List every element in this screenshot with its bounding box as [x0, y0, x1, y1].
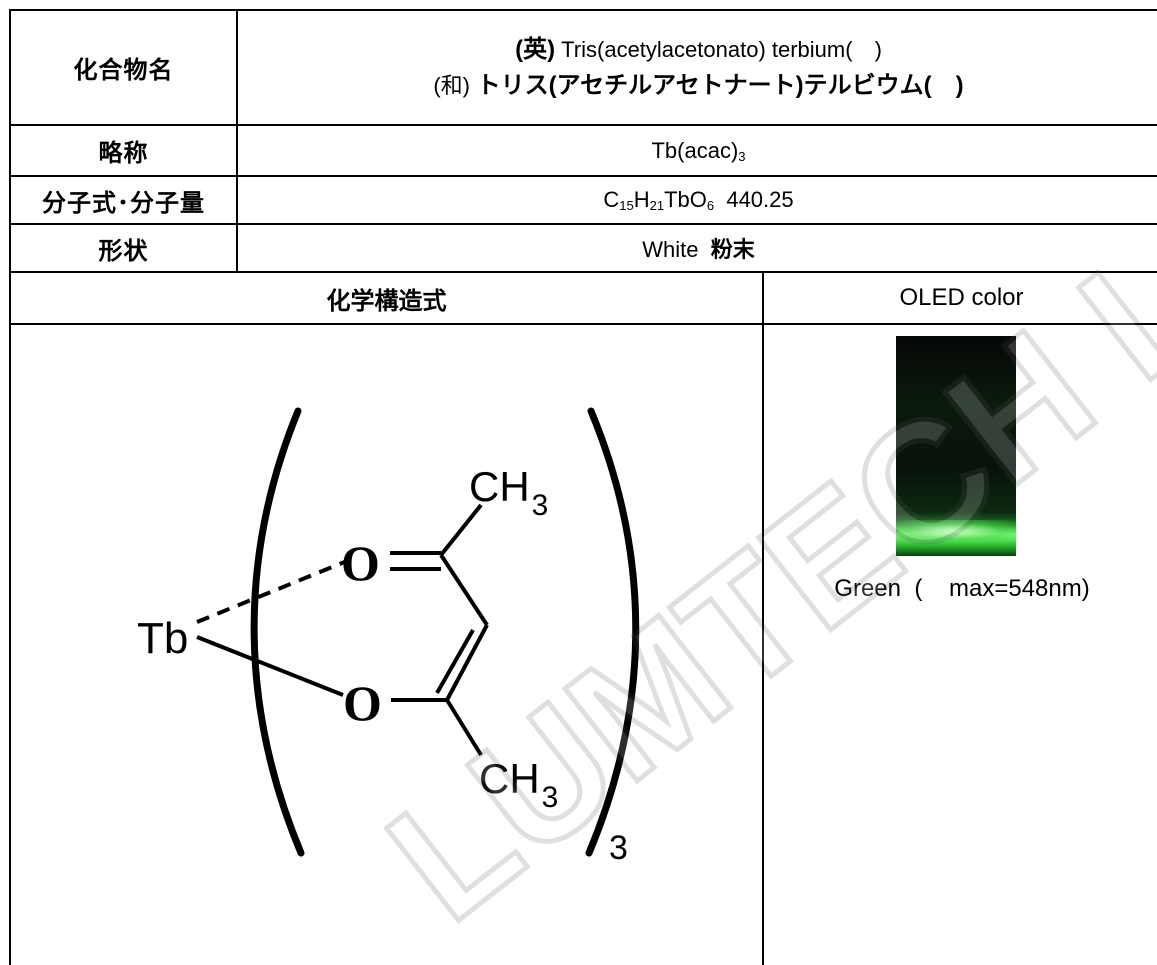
compound-name-values: (英) Tris(acetylacetonato) terbium( ) (和)…: [236, 9, 1157, 126]
abbreviation-label: 略称: [9, 124, 238, 177]
green-emission-glow: [896, 520, 1016, 542]
compound-datasheet: 化合物名 (英) Tris(acetylacetonato) terbium( …: [9, 9, 1157, 965]
oxygen-top-label: O: [341, 535, 380, 591]
oled-color-caption: Green ( max=548nm): [834, 575, 1090, 602]
appearance-value: White 粉末: [236, 223, 1157, 273]
appearance-row: 形状 White 粉末: [9, 223, 1157, 273]
oled-panel: Green ( max=548nm): [764, 325, 1157, 961]
metal-label: Tb: [137, 614, 188, 663]
bond-c3-c4: [445, 624, 489, 701]
methyl-bottom-label: CH3: [479, 755, 558, 814]
oled-emission-photo: [896, 336, 1016, 556]
english-name: (英) Tris(acetylacetonato) terbium( ): [515, 35, 882, 63]
compound-name-label: 化合物名: [9, 9, 238, 126]
formula-row: 分子式･分子量 C15H21TbO6 440.25: [9, 175, 1157, 225]
abbreviation-value: Tb(acac)3: [236, 124, 1157, 177]
oxygen-bottom-label: O: [343, 675, 382, 731]
structure-cell: Tb O O CH3 CH3 3: [9, 323, 763, 965]
chemical-structure-diagram: Tb O O CH3 CH3 3: [137, 407, 640, 867]
formula-label: 分子式･分子量: [9, 175, 238, 225]
oled-cell: Green ( max=548nm): [762, 323, 1157, 965]
japanese-name: (和) トリス(アセチルアセトナート)テルビウム( ): [433, 71, 964, 99]
abbreviation-row: 略称 Tb(acac)3: [9, 124, 1157, 177]
right-parenthesis: [585, 407, 640, 857]
ligand-count: 3: [609, 829, 628, 867]
bond-c2-c3: [439, 553, 489, 627]
structure-row: Tb O O CH3 CH3 3 Green ( max=548nm): [9, 323, 1157, 965]
bond-c2-methyl: [439, 503, 483, 557]
methyl-top-label: CH3: [469, 463, 548, 522]
formula-value: C15H21TbO6 440.25: [236, 175, 1157, 225]
appearance-label: 形状: [9, 223, 238, 273]
bond-c4-methyl: [445, 698, 483, 757]
compound-name-row: 化合物名 (英) Tris(acetylacetonato) terbium( …: [9, 9, 1157, 126]
left-parenthesis: [250, 407, 305, 857]
tb-o-single-bond: [196, 635, 344, 697]
oled-color-heading: OLED color: [762, 271, 1157, 325]
bond-c3-c4-double: [435, 629, 475, 694]
section-headings-row: 化学構造式 OLED color: [9, 271, 1157, 325]
tb-o-dative-bond: [196, 559, 348, 624]
structure-heading: 化学構造式: [9, 271, 764, 325]
